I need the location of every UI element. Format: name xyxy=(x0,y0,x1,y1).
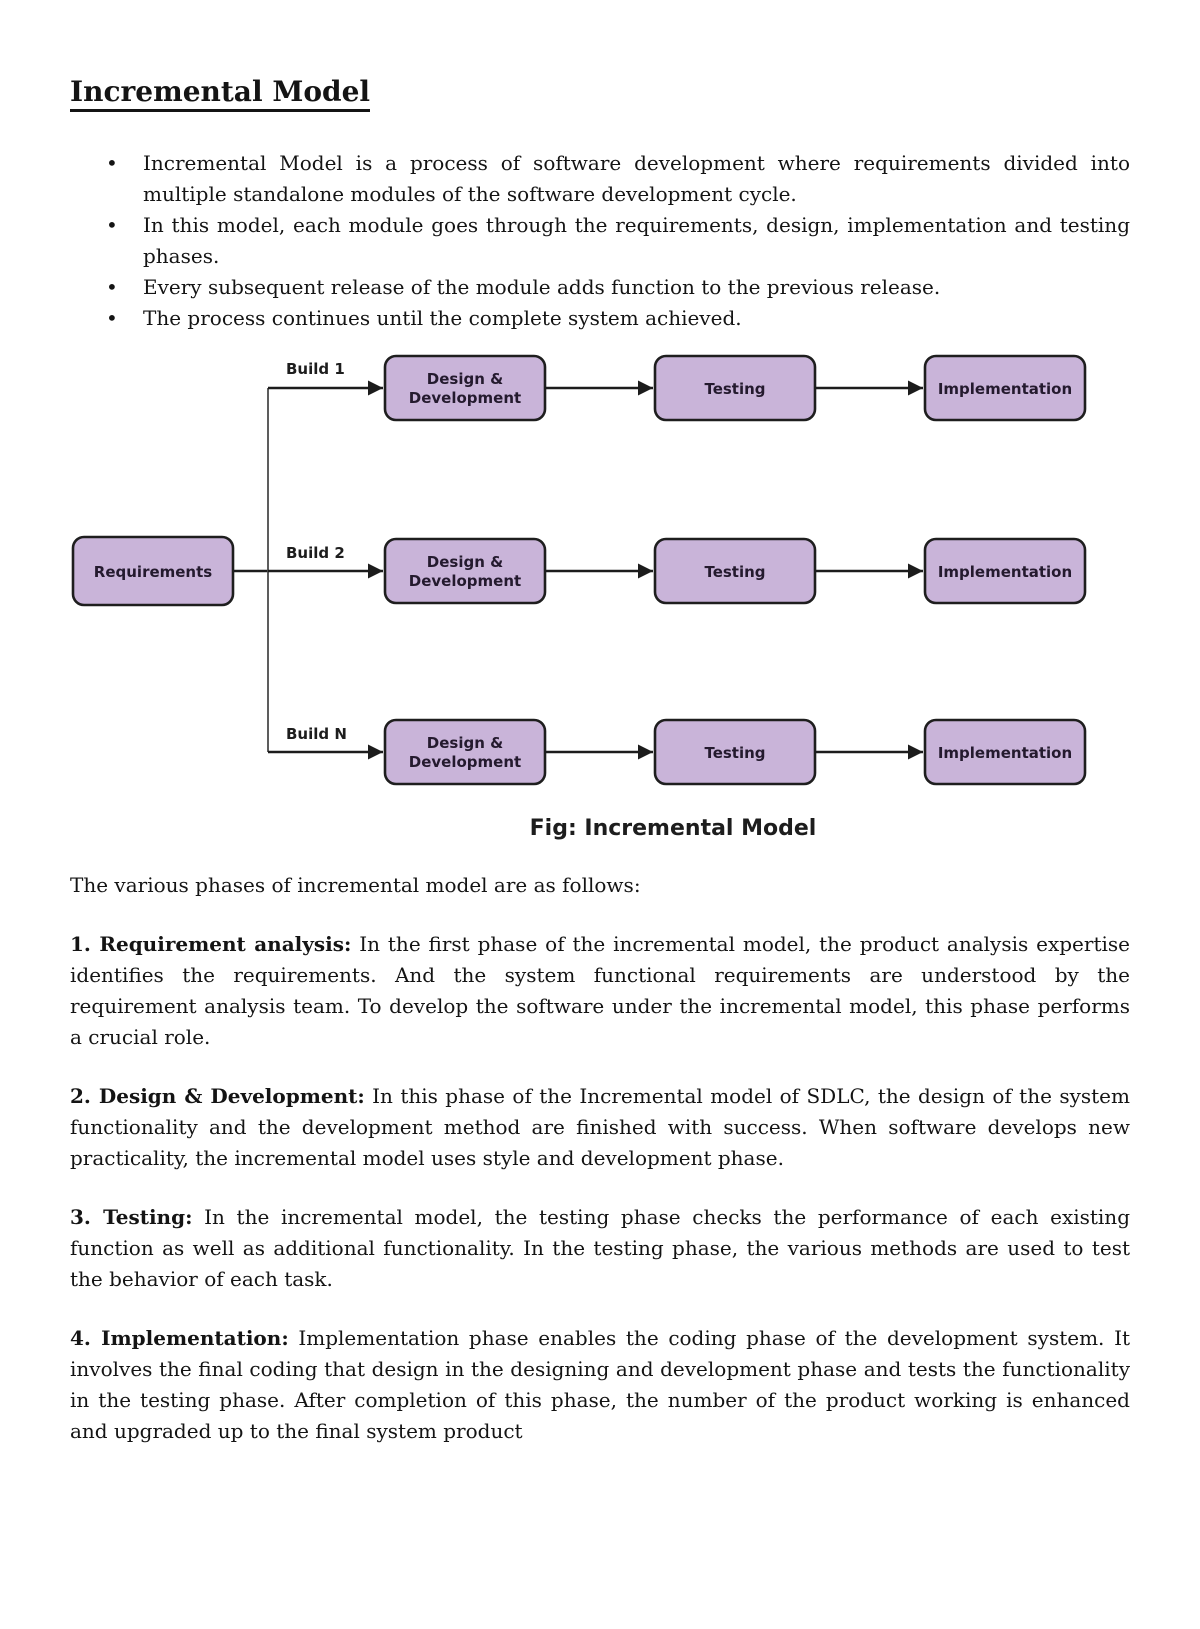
bullet-item: The process continues until the complete… xyxy=(106,303,1130,334)
build-row-2: Build 2 Design & Development Testing Imp… xyxy=(268,537,1087,605)
page-title-text: Incremental Model xyxy=(70,75,371,112)
design-development-box xyxy=(383,718,547,786)
bullet-item: In this model, each module goes through … xyxy=(106,210,1130,272)
phase-label: 4. Implementation: xyxy=(70,1326,289,1351)
build-row-n: Build N Design & Development Testing Imp… xyxy=(268,718,1087,786)
testing-label: Testing xyxy=(704,563,765,581)
page-title: Incremental Model xyxy=(70,75,1130,112)
design-development-label: Development xyxy=(409,753,521,771)
design-development-box xyxy=(383,537,547,605)
phase-text: Implementation phase enables the coding … xyxy=(70,1326,1131,1444)
design-development-label: Development xyxy=(409,389,521,407)
testing-label: Testing xyxy=(704,380,765,398)
implementation-box xyxy=(923,718,1087,786)
design-development-label: Design & xyxy=(427,734,503,752)
bullet-list: Incremental Model is a process of softwa… xyxy=(70,148,1130,334)
requirements-box xyxy=(71,535,235,607)
incremental-model-diagram: Requirements Build 1 Design & Developmen… xyxy=(71,354,1087,841)
design-development-label: Development xyxy=(409,572,521,590)
document-page: Incremental Model Incremental Model is a… xyxy=(0,75,1200,1447)
phases-intro: The various phases of incremental model … xyxy=(70,873,641,898)
phase-paragraph-design-development: 2. Design & Development: In this phase o… xyxy=(70,1081,1130,1174)
implementation-label: Implementation xyxy=(938,380,1072,398)
implementation-box xyxy=(923,537,1087,605)
phase-label: 2. Design & Development: xyxy=(70,1084,365,1109)
requirements-node: Requirements xyxy=(71,535,235,607)
design-development-label: Design & xyxy=(427,370,503,388)
phases-section: The various phases of incremental model … xyxy=(0,870,1200,1447)
phase-label: 1. Requirement analysis: xyxy=(70,932,352,957)
figure-caption: Fig: Incremental Model xyxy=(530,816,817,841)
phase-paragraph-implementation: 4. Implementation: Implementation phase … xyxy=(70,1323,1130,1447)
testing-label: Testing xyxy=(704,744,765,762)
phase-text: In this phase of the Incremental model o… xyxy=(70,1084,1130,1171)
implementation-box xyxy=(923,354,1087,422)
implementation-label: Implementation xyxy=(938,563,1072,581)
design-development-box xyxy=(383,354,547,422)
build-row-1: Build 1 Design & Development Testing Imp… xyxy=(268,354,1087,422)
bullet-item: Incremental Model is a process of softwa… xyxy=(106,148,1130,210)
phase-text: In the incremental model, the testing ph… xyxy=(70,1205,1130,1292)
implementation-label: Implementation xyxy=(938,744,1072,762)
phase-paragraph-testing: 3. Testing: In the incremental model, th… xyxy=(70,1202,1130,1295)
bullet-item: Every subsequent release of the module a… xyxy=(106,272,1130,303)
phase-label: 3. Testing: xyxy=(70,1205,193,1230)
build-2-label: Build 2 xyxy=(286,544,345,562)
phase-text: In the first phase of the incremental mo… xyxy=(70,932,1130,1050)
design-development-label: Design & xyxy=(427,553,503,571)
build-1-label: Build 1 xyxy=(286,360,345,378)
build-n-label: Build N xyxy=(286,725,347,743)
phase-paragraph-requirement-analysis: 1. Requirement analysis: In the first ph… xyxy=(70,929,1130,1053)
requirements-label: Requirements xyxy=(94,563,213,581)
